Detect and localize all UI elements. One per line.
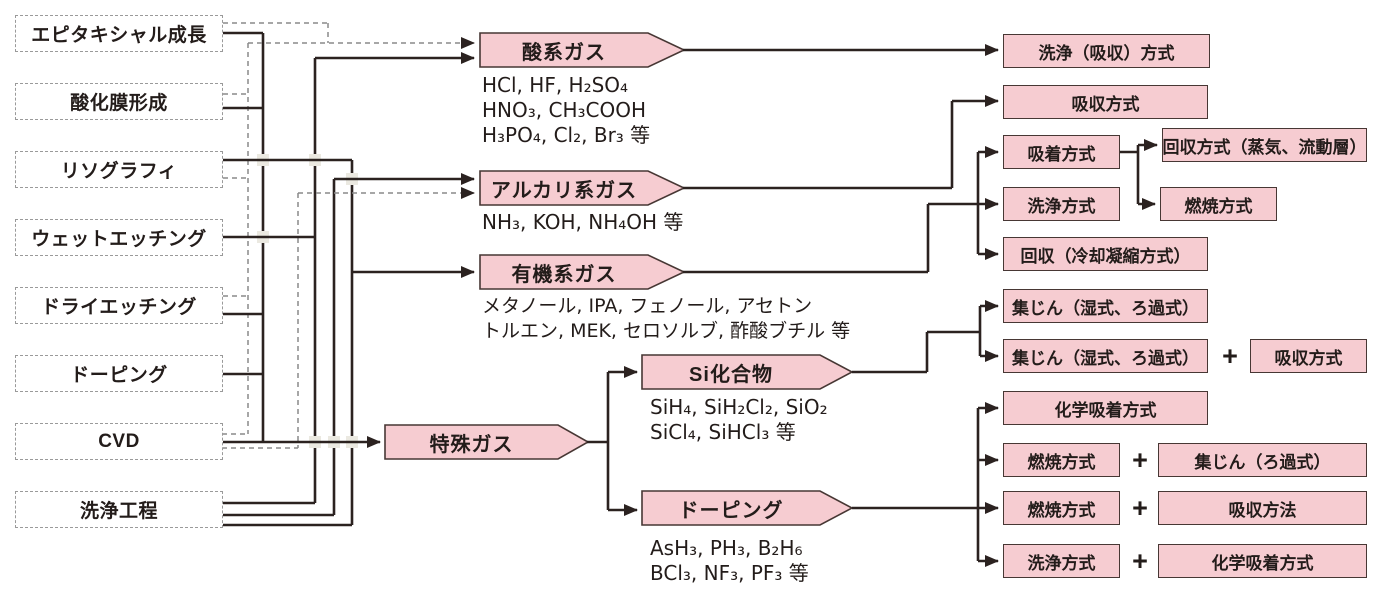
treatment-label: 洗浄方式 xyxy=(1027,553,1096,573)
treatment-label: 化学吸着方式 xyxy=(1211,553,1314,573)
special-gas-label: 特殊ガス xyxy=(385,425,558,459)
chemical-line: AsH₃, PH₃, B₂H₆ xyxy=(650,536,803,560)
treatment-label: 吸収方式 xyxy=(1274,348,1343,368)
special-gas-shape xyxy=(384,424,590,460)
treatment-label: 集じん（湿式、ろ過式） xyxy=(1012,348,1199,368)
process-label: エピタキシャル成長 xyxy=(31,25,207,46)
treatment-combustion-2: 燃焼方式 xyxy=(1003,443,1120,477)
treatment-dust-collection-wet-filter: 集じん（湿式、ろ過式） xyxy=(1003,289,1208,323)
process-label: 酸化膜形成 xyxy=(70,93,168,114)
treatment-label: 集じん（湿式、ろ過式） xyxy=(1012,298,1199,318)
chemical-line: SiH₄, SiH₂Cl₂, SiO₂ xyxy=(650,395,828,419)
treatment-washing-2: 洗浄方式 xyxy=(1003,544,1120,578)
organic-gas-chemicals: メタノール, IPA, フェノール, アセトン トルエン, MEK, セロソルブ… xyxy=(482,294,850,344)
treatment-label: 回収（冷却凝縮方式） xyxy=(1020,246,1191,266)
organic-gas-label: 有機系ガス xyxy=(480,255,648,289)
process-cleaning: 洗浄工程 xyxy=(15,491,223,528)
doping-gas-label: ドーピング xyxy=(642,491,820,525)
chemical-line: メタノール, IPA, フェノール, アセトン xyxy=(482,295,813,317)
treatment-dust-collection-filter: 集じん（ろ過式） xyxy=(1158,443,1367,477)
process-label: ドーピング xyxy=(70,365,168,386)
si-compound-shape xyxy=(641,354,854,390)
alkali-gas-shape xyxy=(479,170,686,206)
chemical-line: HCl, HF, H₂SO₄ xyxy=(482,73,629,97)
process-label: ウェットエッチング xyxy=(31,229,207,250)
treatment-adsorption: 吸着方式 xyxy=(1003,135,1120,169)
treatment-recovery-cooling-condensation: 回収（冷却凝縮方式） xyxy=(1003,237,1208,271)
acid-gas-label: 酸系ガス xyxy=(480,33,648,67)
si-compound-label: Si化合物 xyxy=(642,355,820,389)
process-wet-etching: ウェットエッチング xyxy=(15,219,223,256)
treatment-combustion-3: 燃焼方式 xyxy=(1003,491,1120,525)
acid-gas-shape xyxy=(479,32,686,68)
treatment-label: 化学吸着方式 xyxy=(1054,400,1157,420)
treatment-dust-collection-wet-filter-2: 集じん（湿式、ろ過式） xyxy=(1003,339,1208,373)
acid-gas-chemicals: HCl, HF, H₂SO₄ HNO₃, CH₃COOH H₃PO₄, Cl₂,… xyxy=(482,73,650,148)
gas-label: Si化合物 xyxy=(689,363,773,386)
plus-label: + xyxy=(1132,492,1148,523)
gas-label: 特殊ガス xyxy=(429,433,514,456)
process-lithography: リソグラフィ xyxy=(15,151,223,188)
treatment-label: 洗浄（吸収）方式 xyxy=(1038,43,1175,63)
treatment-label: 燃焼方式 xyxy=(1184,196,1253,216)
process-cvd: CVD xyxy=(15,423,223,460)
chemical-line: BCl₃, NF₃, PF₃ 等 xyxy=(650,561,809,585)
gas-label: 酸系ガス xyxy=(522,41,606,64)
treatment-absorption-method: 吸収方法 xyxy=(1158,491,1367,525)
plus-sign: + xyxy=(1122,443,1158,477)
process-doping: ドーピング xyxy=(15,355,223,392)
treatment-label: 洗浄方式 xyxy=(1027,196,1096,216)
treatment-absorption-2: 吸収方式 xyxy=(1250,339,1367,373)
process-epitaxial-growth: エピタキシャル成長 xyxy=(15,15,223,52)
process-dry-etching: ドライエッチング xyxy=(15,287,223,324)
si-compound-chemicals: SiH₄, SiH₂Cl₂, SiO₂ SiCl₄, SiHCl₃ 等 xyxy=(650,395,828,445)
chemical-line: SiCl₄, SiHCl₃ 等 xyxy=(650,420,796,444)
plus-label: + xyxy=(1132,545,1148,576)
treatment-label: 集じん（ろ過式） xyxy=(1194,452,1331,472)
chemical-line: NH₃, KOH, NH₄OH 等 xyxy=(482,210,684,234)
treatment-label: 燃焼方式 xyxy=(1027,500,1096,520)
gas-label: 有機系ガス xyxy=(511,263,617,286)
treatment-label: 回収方式（蒸気、流動層） xyxy=(1162,137,1367,157)
process-label: ドライエッチング xyxy=(41,297,197,318)
plus-sign: + xyxy=(1122,491,1158,525)
chemical-line: H₃PO₄, Cl₂, Br₃ 等 xyxy=(482,123,651,147)
plus-label: + xyxy=(1222,340,1238,371)
gas-label: ドーピング xyxy=(678,499,784,522)
process-label: CVD xyxy=(98,430,140,452)
treatment-combustion: 燃焼方式 xyxy=(1160,187,1277,221)
gas-label: アルカリ系ガス xyxy=(490,179,638,202)
process-label: 洗浄工程 xyxy=(79,501,158,522)
doping-gas-chemicals: AsH₃, PH₃, B₂H₆ BCl₃, NF₃, PF₃ 等 xyxy=(650,536,809,586)
plus-sign: + xyxy=(1122,544,1158,578)
treatment-washing-absorption: 洗浄（吸収）方式 xyxy=(1003,34,1210,68)
organic-gas-shape xyxy=(479,254,686,290)
treatment-chemical-adsorption-2: 化学吸着方式 xyxy=(1158,544,1367,578)
chemical-line: トルエン, MEK, セロソルブ, 酢酸ブチル 等 xyxy=(482,320,851,342)
treatment-label: 燃焼方式 xyxy=(1027,452,1096,472)
treatment-absorption: 吸収方式 xyxy=(1003,85,1208,119)
process-oxide-film: 酸化膜形成 xyxy=(15,83,223,120)
treatment-label: 吸収方法 xyxy=(1228,500,1297,520)
alkali-gas-label: アルカリ系ガス xyxy=(480,171,648,205)
treatment-chemical-adsorption: 化学吸着方式 xyxy=(1003,391,1208,425)
treatment-recovery-steam-fluidized: 回収方式（蒸気、流動層） xyxy=(1162,128,1367,162)
chemical-line: HNO₃, CH₃COOH xyxy=(482,98,646,122)
alkali-gas-chemicals: NH₃, KOH, NH₄OH 等 xyxy=(482,210,683,235)
plus-sign: + xyxy=(1212,339,1248,373)
treatment-washing: 洗浄方式 xyxy=(1003,187,1120,221)
plus-label: + xyxy=(1132,444,1148,475)
treatment-label: 吸着方式 xyxy=(1027,144,1096,164)
process-label: リソグラフィ xyxy=(60,161,178,182)
doping-gas-shape xyxy=(641,490,854,526)
treatment-label: 吸収方式 xyxy=(1071,94,1140,114)
